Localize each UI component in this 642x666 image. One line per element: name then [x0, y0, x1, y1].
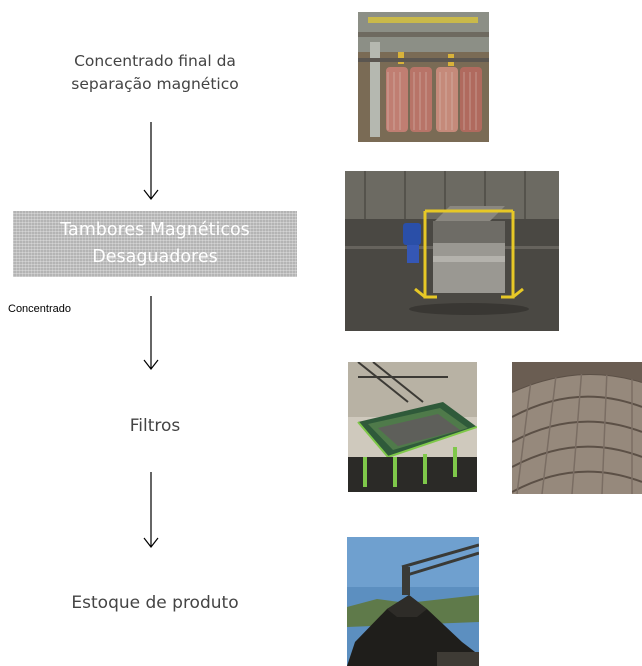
- photo-filter-disc: [512, 362, 642, 494]
- step-concentrado-final-line2: separação magnético: [71, 75, 239, 93]
- step-estoque-de-produto: Estoque de produto: [71, 593, 239, 613]
- concentrado-label: Concentrado: [8, 303, 71, 315]
- process-box-tambores: [13, 211, 297, 277]
- arrow-down-2: [143, 296, 159, 370]
- photo-filter-plant: [348, 362, 477, 492]
- step-concentrado-final: Concentrado final da separação magnético: [40, 50, 270, 96]
- photo-product-stockpile: [347, 537, 479, 666]
- step-tambores-line1: Tambores Magnéticos: [60, 220, 250, 240]
- arrow-down-1: [143, 122, 159, 200]
- step-tambores-line2: Desaguadores: [92, 247, 218, 267]
- photo-dewatering-drum: [345, 171, 559, 331]
- photo-magnetic-separators: [358, 12, 489, 142]
- arrow-down-3: [143, 472, 159, 548]
- step-filtros: Filtros: [129, 416, 181, 436]
- step-concentrado-final-line1: Concentrado final da: [74, 52, 236, 70]
- step-tambores-label: Tambores Magnéticos Desaguadores: [13, 217, 297, 271]
